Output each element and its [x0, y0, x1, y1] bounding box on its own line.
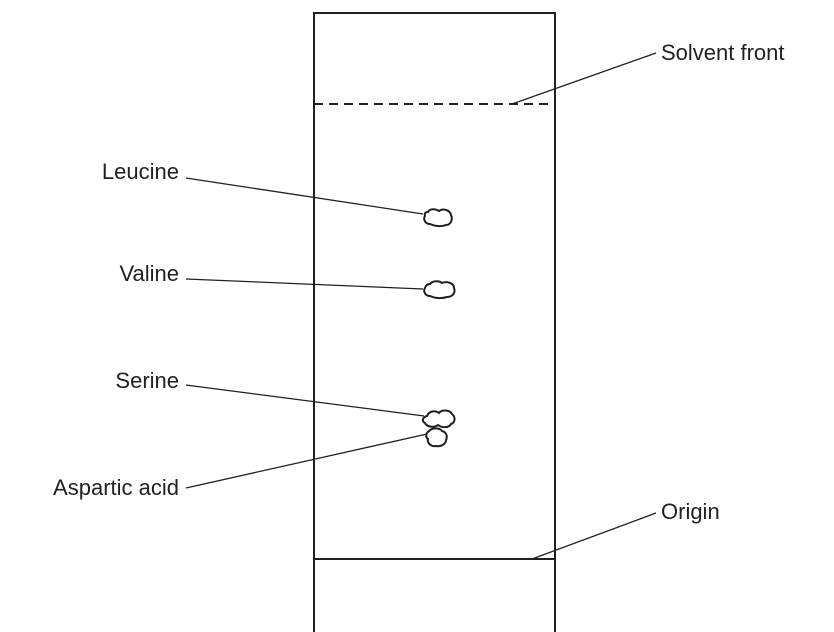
origin-label: Origin — [661, 499, 720, 524]
solvent-front-label: Solvent front — [661, 40, 785, 65]
chromatography-paper — [313, 12, 556, 632]
aspartic-acid-spot — [425, 427, 448, 448]
valine-label: Valine — [119, 261, 179, 286]
origin-leader — [531, 512, 657, 560]
serine-spot — [421, 409, 456, 429]
valine-spot — [423, 280, 456, 300]
leucine-label: Leucine — [102, 159, 179, 184]
solvent-front-leader — [511, 52, 657, 105]
aspartic-acid-label: Aspartic acid — [53, 475, 179, 500]
serine-leader — [185, 384, 425, 417]
aspartic-acid-leader — [185, 433, 428, 489]
serine-label: Serine — [115, 368, 179, 393]
valine-leader — [185, 278, 424, 290]
leucine-spot — [423, 208, 453, 228]
leucine-leader — [185, 177, 424, 215]
